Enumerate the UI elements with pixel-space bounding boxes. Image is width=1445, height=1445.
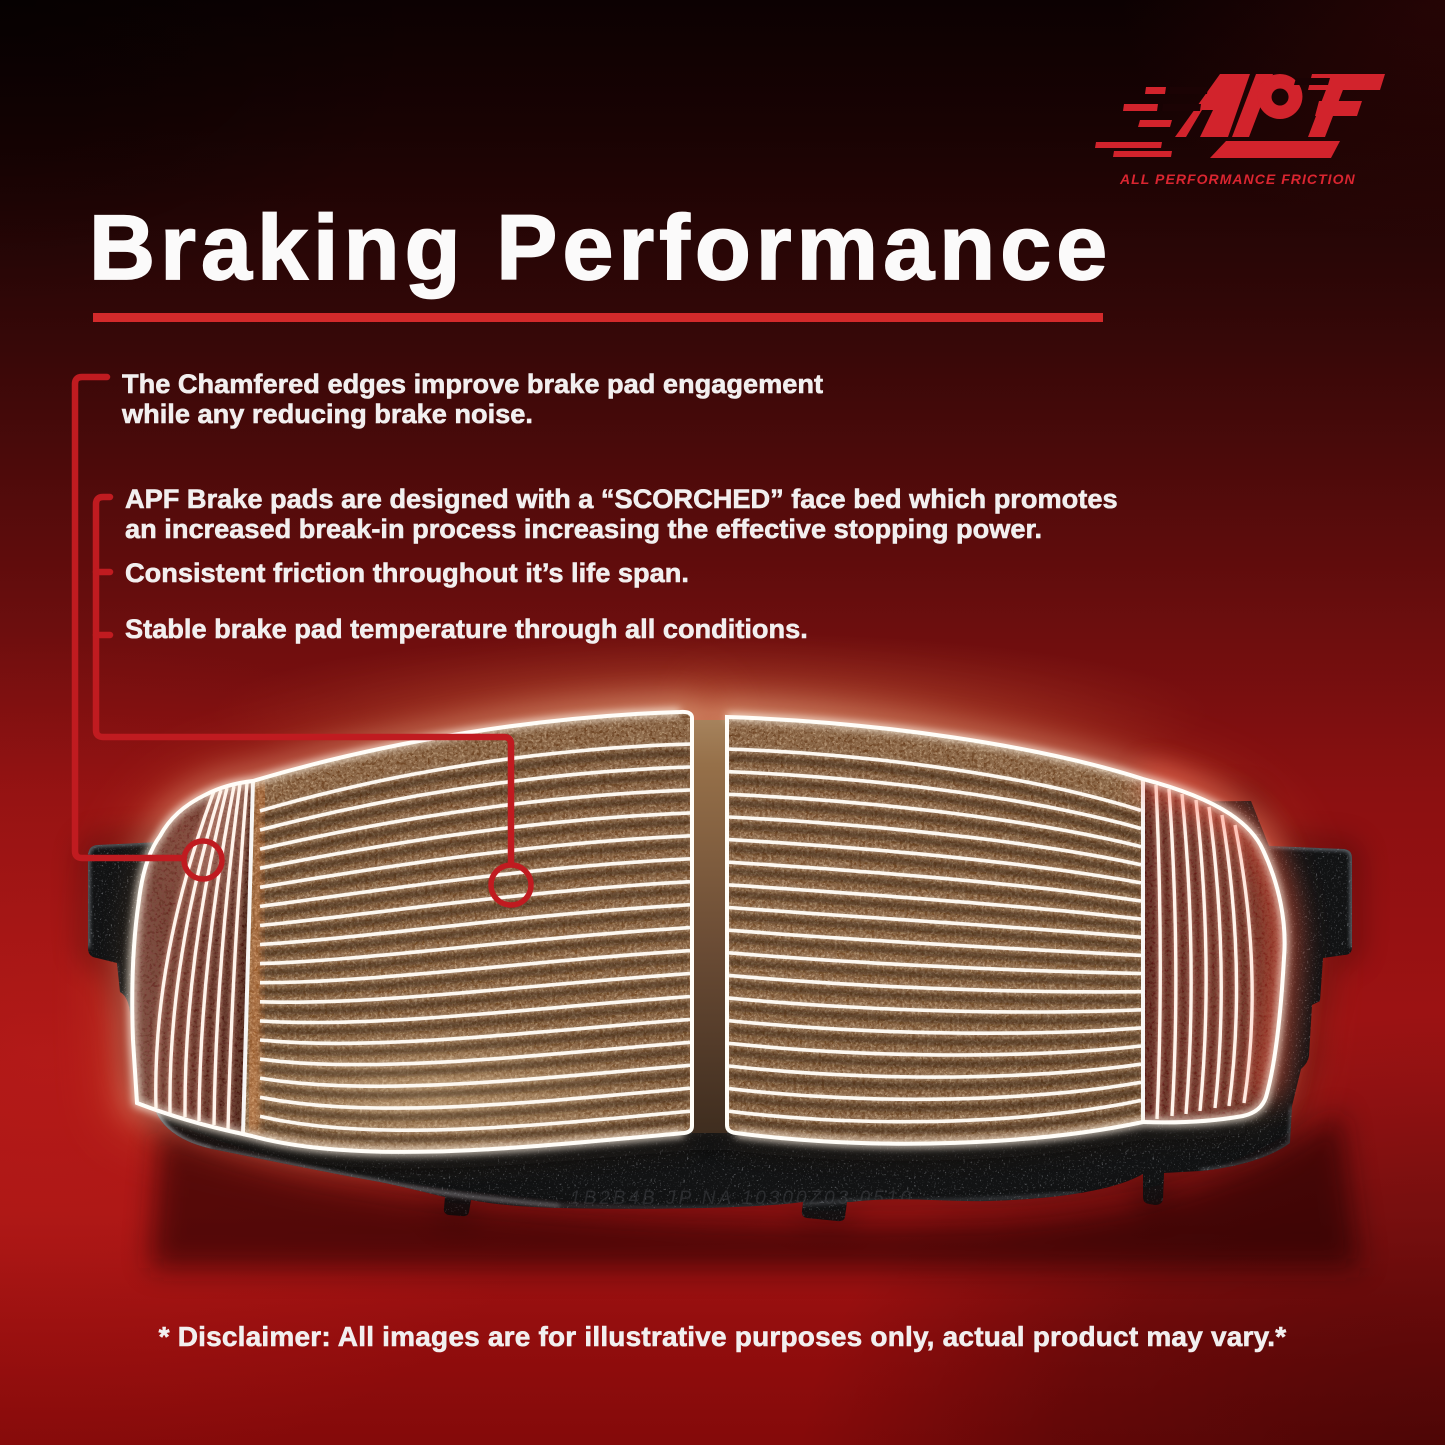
svg-text:1B2B4B JP NA 10300Z03 0510: 1B2B4B JP NA 10300Z03 0510	[570, 1188, 914, 1209]
svg-text:ALL PERFORMANCE FRICTION: ALL PERFORMANCE FRICTION	[1119, 171, 1356, 187]
